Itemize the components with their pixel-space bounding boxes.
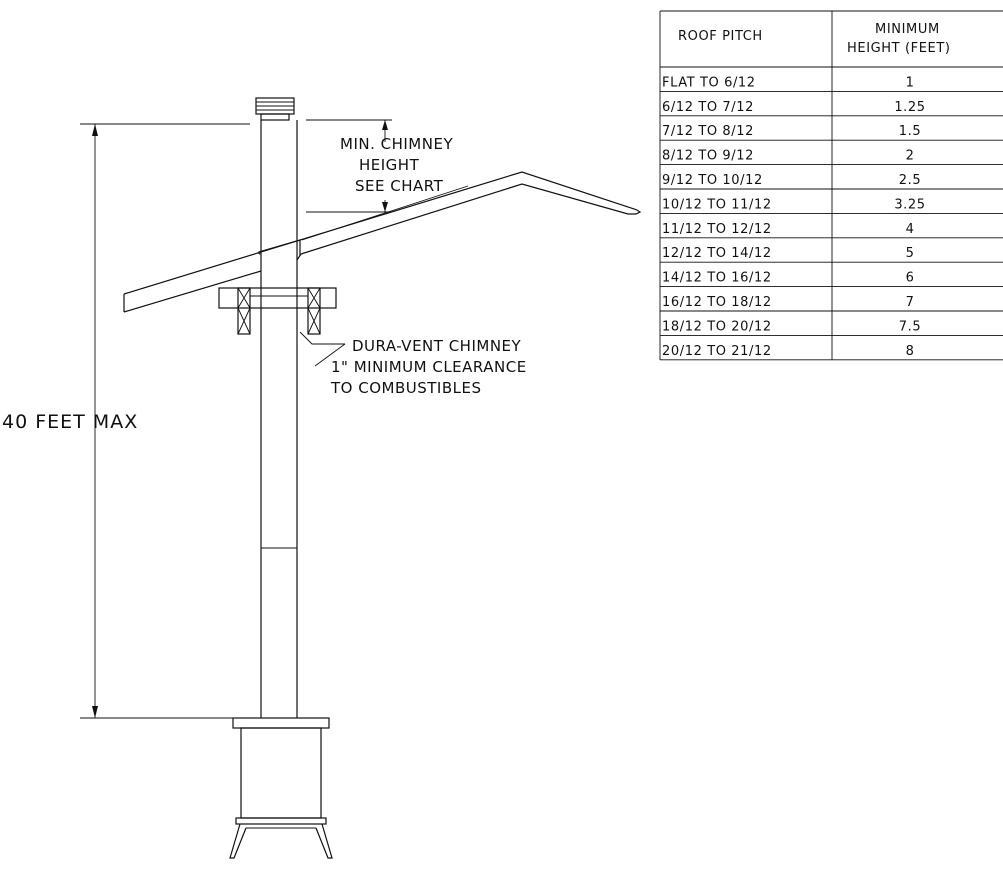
stove	[229, 717, 333, 859]
header-min-height-2: HEIGHT (FEET)	[847, 41, 951, 56]
table-cell-height: 2	[906, 149, 915, 164]
table-cell-height: 2.5	[899, 173, 921, 188]
ceiling-support	[218, 287, 337, 335]
table-cell-pitch: 11/12 TO 12/12	[662, 222, 772, 237]
min-chimney-label-2: HEIGHT	[359, 156, 420, 174]
table-cell-pitch: 16/12 TO 18/12	[662, 295, 772, 310]
max-height-dimension	[80, 123, 250, 719]
min-height-table: ROOF PITCH MINIMUM HEIGHT (FEET) FLAT TO…	[659, 10, 1003, 361]
table-cell-pitch: 7/12 TO 8/12	[662, 124, 754, 139]
table-cell-height: 7	[906, 295, 915, 310]
dura-vent-leader	[299, 331, 346, 367]
table-cell-height: 6	[906, 271, 915, 286]
header-roof-pitch: ROOF PITCH	[678, 29, 763, 44]
table-cell-height: 1.5	[899, 124, 921, 139]
table-cell-pitch: 14/12 TO 16/12	[662, 271, 772, 286]
table-rows: FLAT TO 6/12 1 6/12 TO 7/12 1.25 7/12 TO 8/1…	[660, 75, 1003, 361]
table-cell-pitch: 8/12 TO 9/12	[662, 149, 754, 164]
max-height-label: 40 FEET MAX	[2, 411, 138, 433]
table-cell-height: 7.5	[899, 319, 921, 334]
table-cell-height: 1.25	[894, 100, 925, 115]
dura-vent-label-3: TO COMBUSTIBLES	[330, 379, 481, 397]
min-height-dimension	[301, 119, 469, 241]
table-cell-pitch: FLAT TO 6/12	[662, 75, 756, 90]
table-cell-height: 8	[906, 344, 915, 359]
chimney-pipe	[260, 120, 298, 718]
table-cell-height: 4	[906, 222, 915, 237]
dura-vent-label-1: DURA-VENT CHIMNEY	[352, 337, 522, 355]
table-cell-height: 1	[906, 75, 915, 90]
table-cell-pitch: 20/12 TO 21/12	[662, 344, 772, 359]
chimney-cap	[255, 97, 295, 121]
header-min-height-1: MINIMUM	[875, 22, 940, 37]
dura-vent-label-2: 1" MINIMUM CLEARANCE	[331, 358, 527, 376]
table-cell-pitch: 10/12 TO 11/12	[662, 197, 772, 212]
table-cell-pitch: 6/12 TO 7/12	[662, 100, 754, 115]
min-chimney-label-1: MIN. CHIMNEY	[340, 135, 453, 153]
table-cell-height: 5	[906, 246, 915, 261]
min-chimney-label-3: SEE CHART	[355, 177, 444, 195]
table-cell-pitch: 18/12 TO 20/12	[662, 319, 772, 334]
roof	[123, 171, 642, 313]
table-cell-pitch: 9/12 TO 10/12	[662, 173, 763, 188]
table-cell-pitch: 12/12 TO 14/12	[662, 246, 772, 261]
table-cell-height: 3.25	[894, 197, 925, 212]
